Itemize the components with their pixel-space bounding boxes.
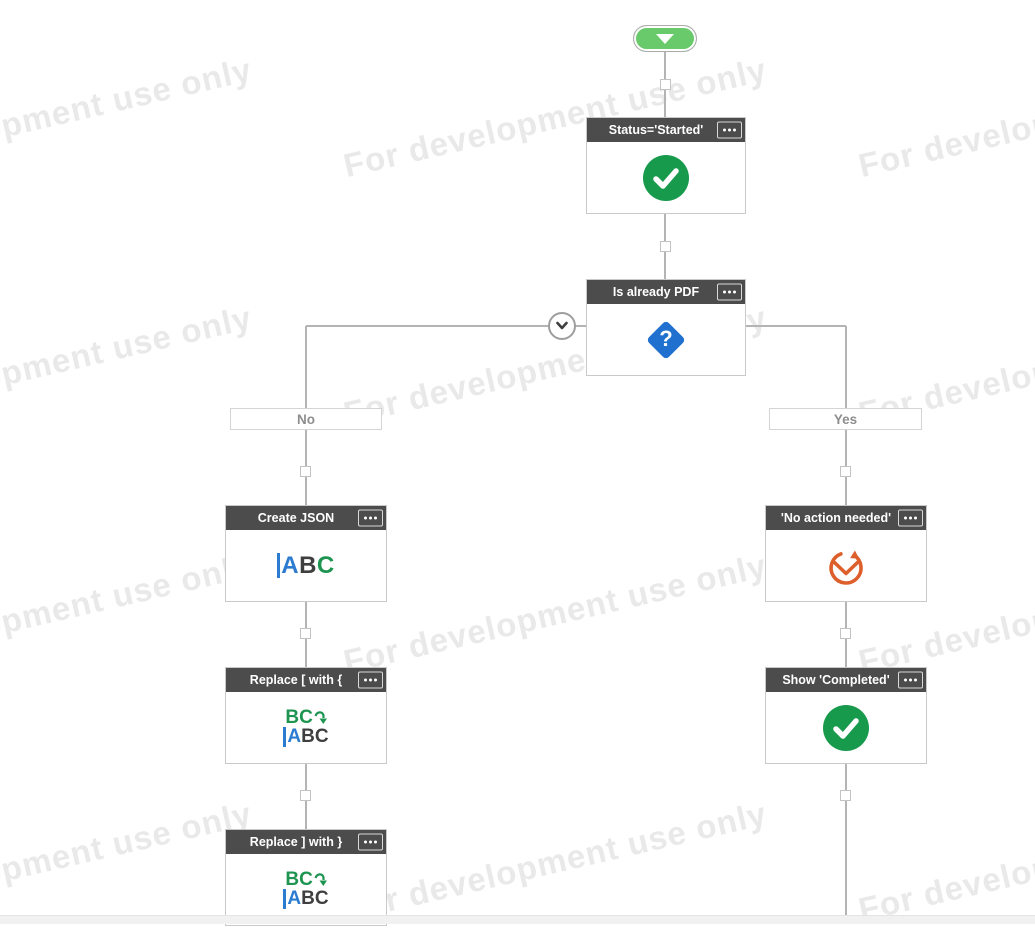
success-check-icon bbox=[643, 154, 689, 201]
ellipsis-icon bbox=[364, 840, 367, 844]
watermark-text: For development use only bbox=[855, 795, 1035, 929]
branch-label-yes: Yes bbox=[769, 408, 922, 430]
watermark-text: For development use only bbox=[0, 50, 256, 184]
text-cursor-icon bbox=[283, 888, 287, 909]
connector-handle[interactable] bbox=[840, 466, 851, 477]
horizontal-scrollbar[interactable] bbox=[0, 915, 1035, 924]
node-title: Create JSON bbox=[257, 511, 335, 525]
node-title: Is already PDF bbox=[612, 285, 700, 299]
node-show-completed[interactable]: Show 'Completed' bbox=[765, 667, 927, 764]
more-options-button[interactable] bbox=[717, 121, 742, 139]
node-status-started[interactable]: Status='Started' bbox=[586, 117, 746, 214]
question-mark: ? bbox=[659, 325, 673, 351]
replace-arrow-icon bbox=[314, 873, 327, 886]
node-body bbox=[766, 692, 926, 763]
success-check-icon bbox=[823, 704, 869, 751]
node-title: Replace ] with } bbox=[249, 835, 343, 849]
watermark-text: For development use only bbox=[0, 298, 256, 432]
node-title: Replace [ with { bbox=[249, 673, 343, 687]
connector-handle[interactable] bbox=[300, 790, 311, 801]
ellipsis-icon bbox=[364, 678, 367, 682]
more-options-button[interactable] bbox=[898, 509, 923, 527]
node-title: 'No action needed' bbox=[780, 511, 892, 525]
connector-line bbox=[305, 326, 307, 408]
watermark-text: For development use only bbox=[0, 794, 256, 928]
watermark-text: For development use only bbox=[855, 51, 1035, 185]
watermark-text: For development use only bbox=[340, 794, 771, 929]
more-options-button[interactable] bbox=[358, 671, 383, 689]
ellipsis-icon bbox=[723, 128, 726, 132]
node-is-already-pdf[interactable]: Is already PDF ? bbox=[586, 279, 746, 376]
connector-line bbox=[845, 326, 847, 408]
ellipsis-icon bbox=[723, 290, 726, 294]
orange-recheck-icon bbox=[829, 550, 863, 585]
node-header: Status='Started' bbox=[587, 118, 745, 142]
node-header: Replace [ with { bbox=[226, 668, 386, 692]
node-header: Replace ] with } bbox=[226, 830, 386, 854]
branch-line-left bbox=[306, 325, 587, 327]
node-body bbox=[766, 530, 926, 601]
more-options-button[interactable] bbox=[898, 671, 923, 689]
watermark-text: For development use only bbox=[340, 546, 771, 681]
branch-label-no: No bbox=[230, 408, 382, 430]
node-header: Show 'Completed' bbox=[766, 668, 926, 692]
ellipsis-icon bbox=[364, 516, 367, 520]
ellipsis-icon bbox=[904, 516, 907, 520]
connector-handle[interactable] bbox=[660, 241, 671, 252]
more-options-button[interactable] bbox=[717, 283, 742, 301]
node-no-action-needed[interactable]: 'No action needed' bbox=[765, 505, 927, 602]
watermark-text: For development use only bbox=[0, 546, 256, 680]
node-header: Create JSON bbox=[226, 506, 386, 530]
node-title: Show 'Completed' bbox=[782, 673, 890, 687]
text-cursor-icon bbox=[283, 726, 287, 747]
connector-handle[interactable] bbox=[300, 628, 311, 639]
replace-arrow-icon bbox=[314, 711, 327, 724]
connector-handle[interactable] bbox=[840, 790, 851, 801]
connector-handle[interactable] bbox=[840, 628, 851, 639]
node-title: Status='Started' bbox=[608, 123, 704, 137]
start-arrow-icon bbox=[656, 33, 674, 44]
more-options-button[interactable] bbox=[358, 509, 383, 527]
branch-line-right bbox=[746, 325, 846, 327]
connector-handle[interactable] bbox=[300, 466, 311, 477]
node-header: Is already PDF bbox=[587, 280, 745, 304]
connector-line bbox=[845, 764, 847, 915]
node-body bbox=[587, 142, 745, 213]
connector-handle[interactable] bbox=[660, 79, 671, 90]
start-node[interactable] bbox=[633, 25, 697, 52]
ellipsis-icon bbox=[904, 678, 907, 682]
node-body: ? bbox=[587, 304, 745, 375]
node-header: 'No action needed' bbox=[766, 506, 926, 530]
collapse-branch-button[interactable] bbox=[548, 312, 576, 340]
question-diamond-icon: ? bbox=[645, 319, 687, 361]
more-options-button[interactable] bbox=[358, 833, 383, 851]
text-cursor-icon bbox=[277, 553, 281, 578]
chevron-down-icon bbox=[556, 321, 568, 330]
